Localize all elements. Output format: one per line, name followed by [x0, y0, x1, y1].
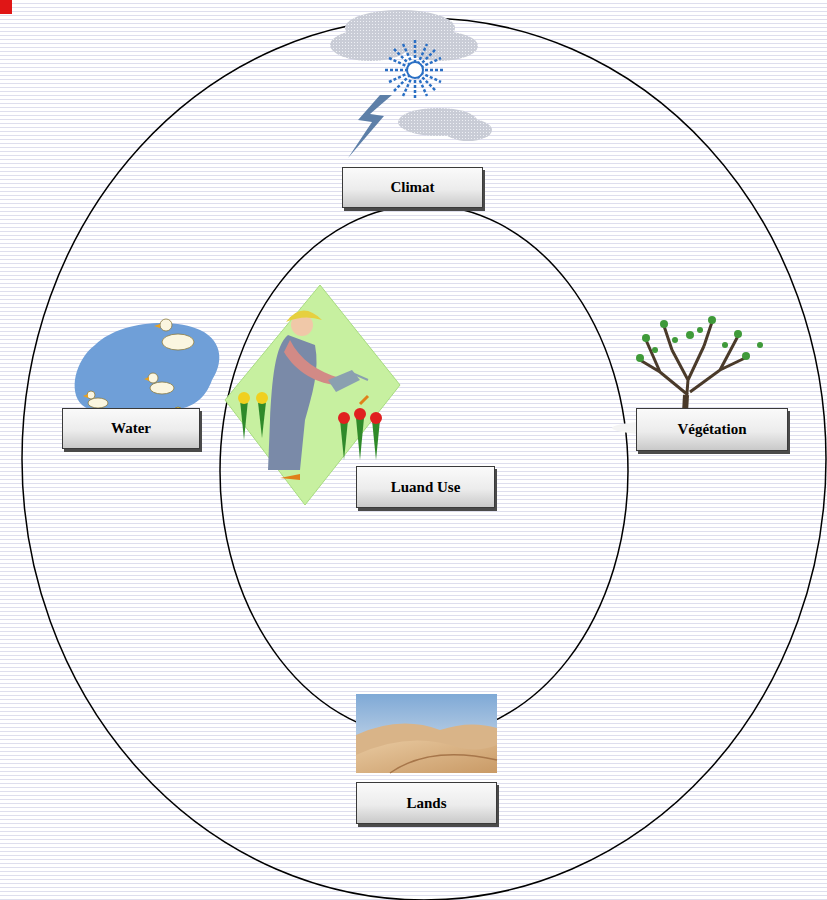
label-box: Luand Use [356, 466, 495, 508]
label-box: Végétation [636, 408, 788, 451]
box-label: Water [111, 420, 151, 437]
outer-ellipse [22, 18, 826, 900]
inner-ellipse [220, 205, 628, 737]
climate-icon [330, 10, 492, 158]
label-box: Water [62, 408, 200, 449]
box-label: Climat [390, 179, 434, 196]
box-label: Lands [406, 795, 446, 812]
box-label: Luand Use [391, 479, 461, 496]
label-box: Climat [342, 167, 483, 208]
label-box: Lands [356, 782, 497, 824]
desert-photo [356, 694, 497, 773]
corner-mark [0, 0, 12, 14]
box-label: Végétation [677, 421, 746, 438]
